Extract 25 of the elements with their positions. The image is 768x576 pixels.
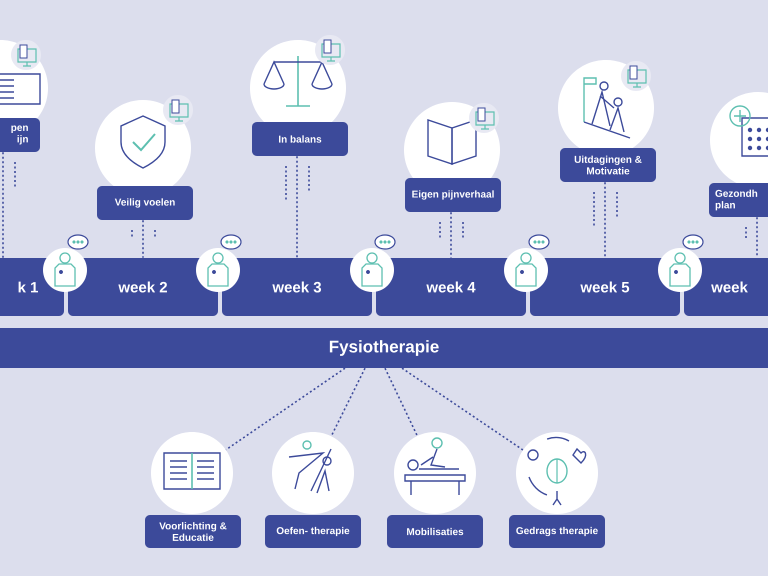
dotted-connector xyxy=(296,156,298,258)
label-box: Veilig voelen xyxy=(97,186,193,220)
label-box: Oefen- therapie xyxy=(265,515,361,548)
label-box: Mobilisaties xyxy=(387,515,483,548)
dotted-connector xyxy=(2,152,4,258)
dotted-connector xyxy=(226,368,346,450)
dotted-connector xyxy=(756,217,758,258)
label-box: Eigen pijnverhaal xyxy=(405,178,501,212)
dotted-connector xyxy=(384,368,418,436)
dotted-connector xyxy=(450,212,452,258)
label-box: Uitdagingen & Motivatie xyxy=(560,148,656,182)
label-box: Voorlichting & Educatie xyxy=(145,515,241,548)
label-box: In balans xyxy=(252,122,348,156)
dotted-connector xyxy=(604,182,606,258)
dotted-connector xyxy=(330,368,366,436)
icon-circle xyxy=(272,432,354,514)
label-box: pen ijn xyxy=(0,118,40,152)
label-box: Gezondh plan xyxy=(709,183,768,217)
icon-circle xyxy=(394,432,476,514)
dotted-connector xyxy=(402,368,524,451)
label-box: Gedrags therapie xyxy=(509,515,605,548)
icon-circle xyxy=(151,432,233,514)
icon-circle xyxy=(516,432,598,514)
dotted-connector xyxy=(142,220,144,258)
therapy-bar: Fysiotherapie xyxy=(0,328,768,368)
